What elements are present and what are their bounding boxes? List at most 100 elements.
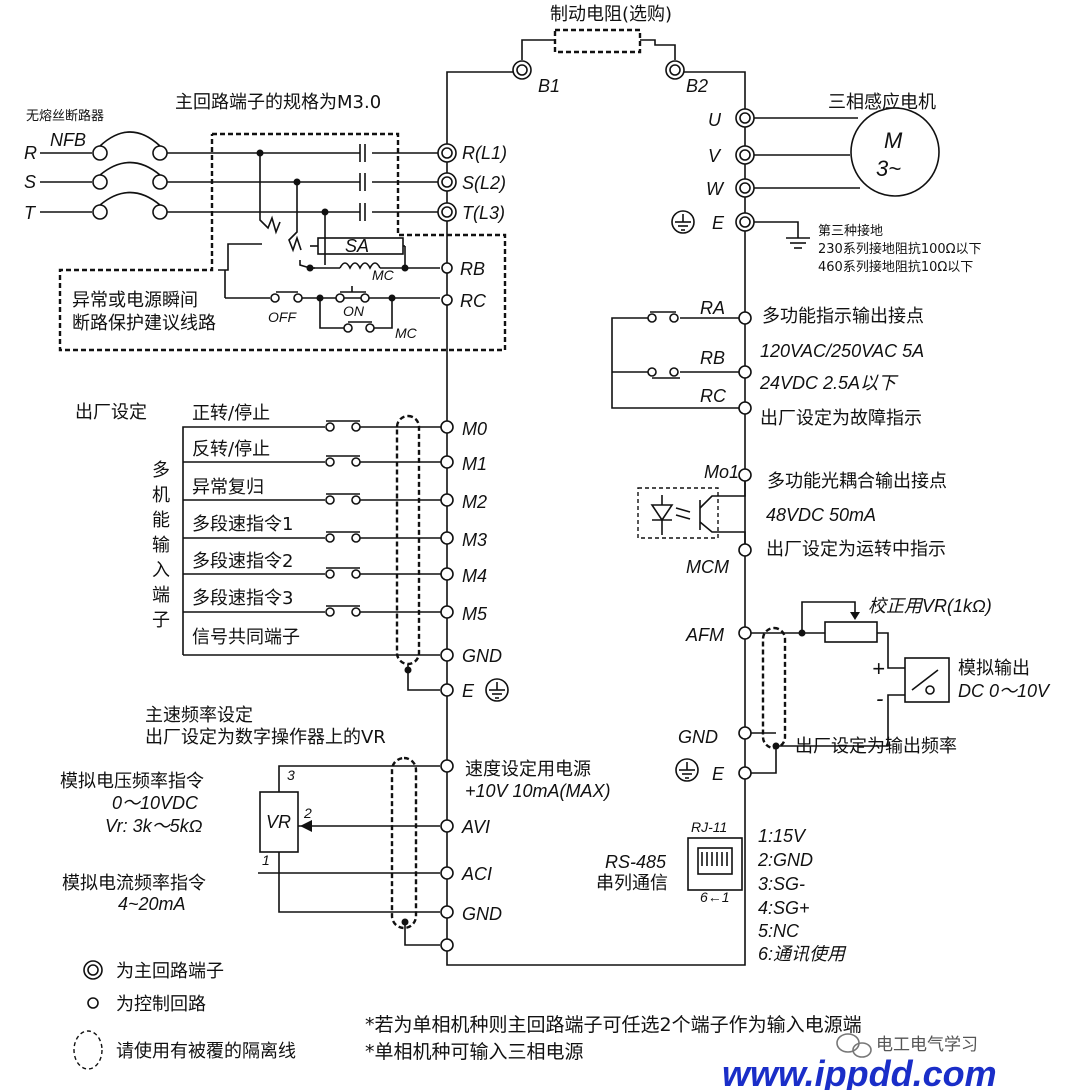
speed-main-1: 主速频率设定 <box>145 705 253 726</box>
rs485-pin-4: 4:SG+ <box>758 898 810 918</box>
b1-wire <box>521 39 555 60</box>
terminal-e-inputs: E <box>462 681 475 701</box>
note-1: *若为单相机种则主回路端子可任选2个端子作为输入电源端 <box>365 1014 862 1036</box>
input-switch-contact <box>351 422 361 432</box>
input-switch-contact <box>325 422 335 432</box>
terminal-e-analog: E <box>712 764 725 784</box>
input-fn-6: 信号共同端子 <box>192 627 300 648</box>
input-switch-contact <box>351 457 361 467</box>
motor-output-terminals <box>735 108 860 249</box>
terminal-m0: M0 <box>462 419 487 439</box>
input-fn-4: 多段速指令2 <box>192 551 293 572</box>
rj11-label: RJ-11 <box>691 819 727 835</box>
b1-label: B1 <box>538 76 560 96</box>
pot-pin-2: 2 <box>303 805 312 821</box>
relay-rb: RB <box>700 348 725 368</box>
input-wires <box>167 144 440 333</box>
svg-text:端: 端 <box>152 585 170 606</box>
speed-shield <box>390 756 418 930</box>
analog-output-circuit <box>738 601 950 780</box>
speed-pot-circuit <box>258 759 454 952</box>
terminal-u: U <box>708 110 722 130</box>
speed-volt-3: Vr: 3k～5kΩ <box>105 816 203 836</box>
terminal-e-output: E <box>712 213 725 233</box>
opto-desc-3: 出厂设定为运转中指示 <box>766 539 946 560</box>
b2-label: B2 <box>686 76 708 96</box>
legend-main: 为主回路端子 <box>116 961 224 982</box>
svg-text:入: 入 <box>152 560 170 581</box>
input-switch-contacts <box>325 420 441 617</box>
meter-minus: - <box>876 686 883 711</box>
input-switch-contact <box>351 533 361 543</box>
speed-volt-2: 0～10VDC <box>112 793 199 813</box>
optocoupler <box>637 468 752 557</box>
meter-label-1: 模拟输出 <box>958 658 1030 679</box>
drive-box <box>446 71 746 966</box>
ground-note-2: 230系列接地阻抗100Ω以下 <box>818 241 982 257</box>
speed-volt-1: 模拟电压频率指令 <box>60 771 204 792</box>
opto-desc-1: 多功能光耦合输出接点 <box>767 471 947 492</box>
svg-text:多: 多 <box>152 460 170 481</box>
input-fn-1: 反转/停止 <box>192 439 270 460</box>
protect-label-2: 断路保护建议线路 <box>72 313 216 334</box>
terminal-m2: M2 <box>462 492 487 512</box>
input-switch-contact <box>351 569 361 579</box>
motor-phase: 3~ <box>876 156 901 181</box>
motor-label: 三相感应电机 <box>828 92 936 113</box>
inputs-vertical-label: 多 机 能 输 入 端 子 <box>152 460 170 631</box>
relay-desc-3: 24VDC 2.5A以下 <box>759 373 899 393</box>
speed-supply-2: +10V 10mA(MAX) <box>465 781 611 801</box>
terminal-afm: AFM <box>685 625 724 645</box>
legend-shield: 请使用有被覆的隔离线 <box>116 1041 296 1062</box>
mc-label-1: MC <box>372 267 395 283</box>
input-switch-contact <box>351 495 361 505</box>
pot-pin-1: 1 <box>262 852 270 868</box>
opto-desc-2: 48VDC 50mA <box>766 505 876 525</box>
input-fn-2: 异常复归 <box>192 477 264 498</box>
legend-main-terminal-icon <box>83 960 103 980</box>
rj11-connector <box>687 837 743 891</box>
svg-text:能: 能 <box>152 510 170 531</box>
pot-vr-label: VR <box>266 812 291 832</box>
input-switch-contact <box>325 607 335 617</box>
terminal-rc: RC <box>460 291 487 311</box>
terminal-t-l3: T(L3) <box>462 203 505 223</box>
rs485-pin-1: 1:15V <box>758 826 807 846</box>
meter-label-2: DC 0～10V <box>958 681 1051 701</box>
ground-icon <box>671 210 695 234</box>
terminal-aci: ACI <box>461 864 492 884</box>
phase-s: S <box>24 172 36 192</box>
phase-t: T <box>24 203 37 223</box>
svg-text:子: 子 <box>152 610 170 631</box>
legend-shield-icon <box>73 1030 103 1070</box>
terminal-m1: M1 <box>462 454 487 474</box>
svg-text:机: 机 <box>152 485 170 506</box>
brake-resistor <box>553 28 642 54</box>
relay-ra: RA <box>700 298 725 318</box>
input-switch-contact <box>351 607 361 617</box>
phase-r: R <box>24 143 37 163</box>
input-switch-contact <box>325 533 335 543</box>
wechat-icon <box>836 1033 872 1058</box>
rs485-pin-5: 5:NC <box>758 921 800 941</box>
protection-circuit-box <box>58 132 507 352</box>
terminal-w: W <box>706 179 725 199</box>
speed-curr-1: 模拟电流频率指令 <box>62 873 206 894</box>
terminal-gnd-analog: GND <box>678 727 718 747</box>
terminal-r-l1: R(L1) <box>462 143 507 163</box>
protect-label-1: 异常或电源瞬间 <box>72 290 198 311</box>
meter-plus: + <box>872 656 885 681</box>
rs485-label: RS-485 <box>605 852 667 872</box>
terminal-gnd-speed: GND <box>462 904 502 924</box>
analog-out-desc: 出厂设定为输出频率 <box>795 736 957 757</box>
input-terminals <box>440 420 454 697</box>
speed-curr-2: 4~20mA <box>118 894 186 914</box>
speed-supply-1: 速度设定用电源 <box>465 759 591 780</box>
motor-m: M <box>884 128 903 153</box>
speed-main-2: 出厂设定为数字操作器上的VR <box>145 727 386 748</box>
rj11-pin-direction: 6←1 <box>700 889 730 905</box>
ground-icon <box>485 678 509 702</box>
relay-desc-4: 出厂设定为故障指示 <box>760 408 922 429</box>
main-input-terminals <box>437 143 457 306</box>
